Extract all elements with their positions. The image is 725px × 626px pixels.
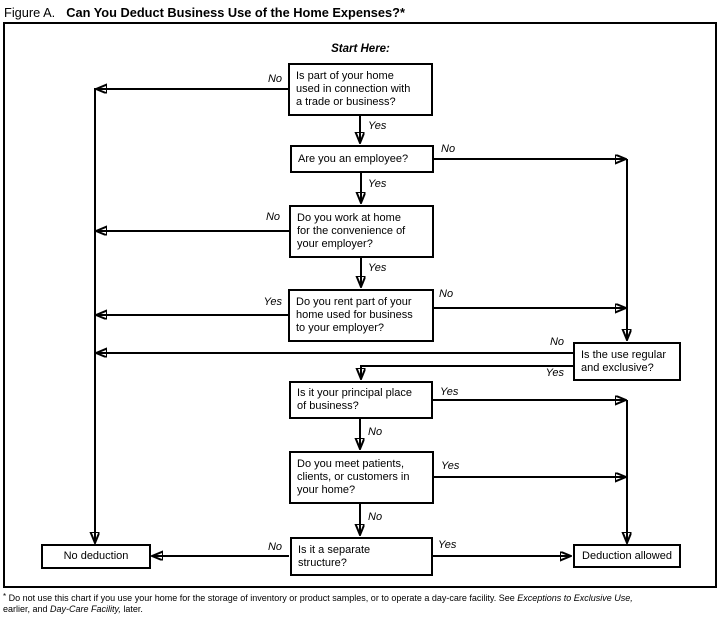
decision-separate-structure: Is it a separate structure? xyxy=(290,537,433,576)
footnote-asterisk: * xyxy=(3,592,7,601)
footnote-ref-exceptions-to-exclusive-use: Exceptions to Exclusive Use, xyxy=(517,593,633,603)
decision-regular-exclusive-use: Is the use regular and exclusive? xyxy=(573,342,681,381)
edge-label-q3-yes: Yes xyxy=(368,262,387,274)
edge-label-q5-yes: Yes xyxy=(545,367,564,379)
edge-label-q1-yes: Yes xyxy=(368,120,387,132)
figure-title-prefix: Figure A. xyxy=(4,5,56,20)
edge-label-q7-no: No xyxy=(368,511,383,523)
edge-label-q5-no: No xyxy=(549,336,564,348)
figure-title: Figure A. Can You Deduct Business Use of … xyxy=(4,5,405,20)
decision-employee: Are you an employee? xyxy=(290,145,434,173)
edge-label-q3-no: No xyxy=(265,211,280,223)
edge-label-q6-no: No xyxy=(368,426,383,438)
start-here-label: Start Here: xyxy=(331,43,390,55)
edge-label-q2-no: No xyxy=(441,143,456,155)
footnote-ref-day-care-facility: Day-Care Facility, xyxy=(50,604,121,614)
decision-principal-place: Is it your principal place of business? xyxy=(289,381,433,419)
edge-label-q4-no: No xyxy=(439,288,454,300)
edge-label-q4-yes: Yes xyxy=(263,296,282,308)
footnote-text-1: Do not use this chart if you use your ho… xyxy=(6,593,518,603)
connector-q5-yes-to-q6 xyxy=(361,365,573,378)
edge-label-q2-yes: Yes xyxy=(368,178,387,190)
edge-label-q8-yes: Yes xyxy=(438,539,457,551)
footnote-text-2: earlier, and xyxy=(3,604,48,614)
footnote-text-3: later. xyxy=(120,604,143,614)
terminal-no-deduction: No deduction xyxy=(41,544,151,569)
figure-title-main: Can You Deduct Business Use of the Home … xyxy=(66,5,405,20)
terminal-deduction-allowed: Deduction allowed xyxy=(573,544,681,568)
decision-home-used-for-business: Is part of your home used in connection … xyxy=(288,63,433,116)
decision-rent-to-employer: Do you rent part of your home used for b… xyxy=(288,289,434,342)
edge-label-q7-yes: Yes xyxy=(441,460,460,472)
decision-meet-clients: Do you meet patients, clients, or custom… xyxy=(289,451,434,504)
edge-label-q1-no: No xyxy=(267,73,282,85)
chart-border xyxy=(3,22,717,588)
edge-label-q8-no: No xyxy=(267,541,282,553)
edge-label-q6-yes: Yes xyxy=(440,386,459,398)
decision-convenience-of-employer: Do you work at home for the convenience … xyxy=(289,205,434,258)
footnote: * Do not use this chart if you use your … xyxy=(3,592,720,615)
